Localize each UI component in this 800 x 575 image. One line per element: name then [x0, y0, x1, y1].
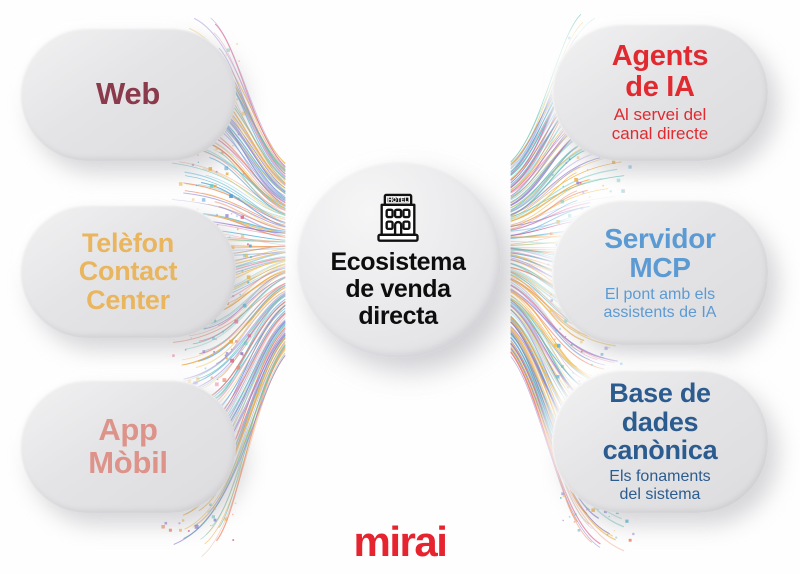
- card-servidor-mcp[interactable]: Servidor MCP El pont amb els assistents …: [552, 200, 768, 345]
- card-mcp-subtitle: El pont amb els assistents de IA: [603, 286, 717, 321]
- card-phone[interactable]: Telèfon Contact Center: [20, 205, 236, 338]
- card-base-de-dades[interactable]: Base de dades canònica Els fonaments del…: [552, 370, 768, 513]
- card-web[interactable]: Web: [20, 28, 236, 161]
- card-agents-title: Agents de IA: [611, 40, 709, 103]
- card-mcp-title: Servidor MCP: [604, 222, 716, 283]
- card-agents-de-ia[interactable]: Agents de IA Al servei del canal directe: [552, 24, 768, 161]
- card-phone-title: Telèfon Contact Center: [78, 227, 178, 315]
- card-web-title: Web: [96, 76, 160, 112]
- card-app-title: App Mòbil: [88, 411, 168, 480]
- hotel-building-icon: HOTEL: [377, 193, 419, 242]
- mirai-logo: mirai: [353, 518, 448, 565]
- svg-text:HOTEL: HOTEL: [388, 198, 409, 204]
- card-agents-subtitle: Al servei del canal directe: [611, 105, 709, 143]
- card-db-subtitle: Els fonaments del sistema: [609, 468, 711, 504]
- card-app[interactable]: App Mòbil: [20, 380, 236, 513]
- card-db-title: Base de dades canònica: [602, 378, 718, 466]
- hub-ecosystem[interactable]: HOTEL Ecosistema de venda directa: [295, 160, 501, 358]
- hub-title: Ecosistema de venda directa: [330, 247, 466, 330]
